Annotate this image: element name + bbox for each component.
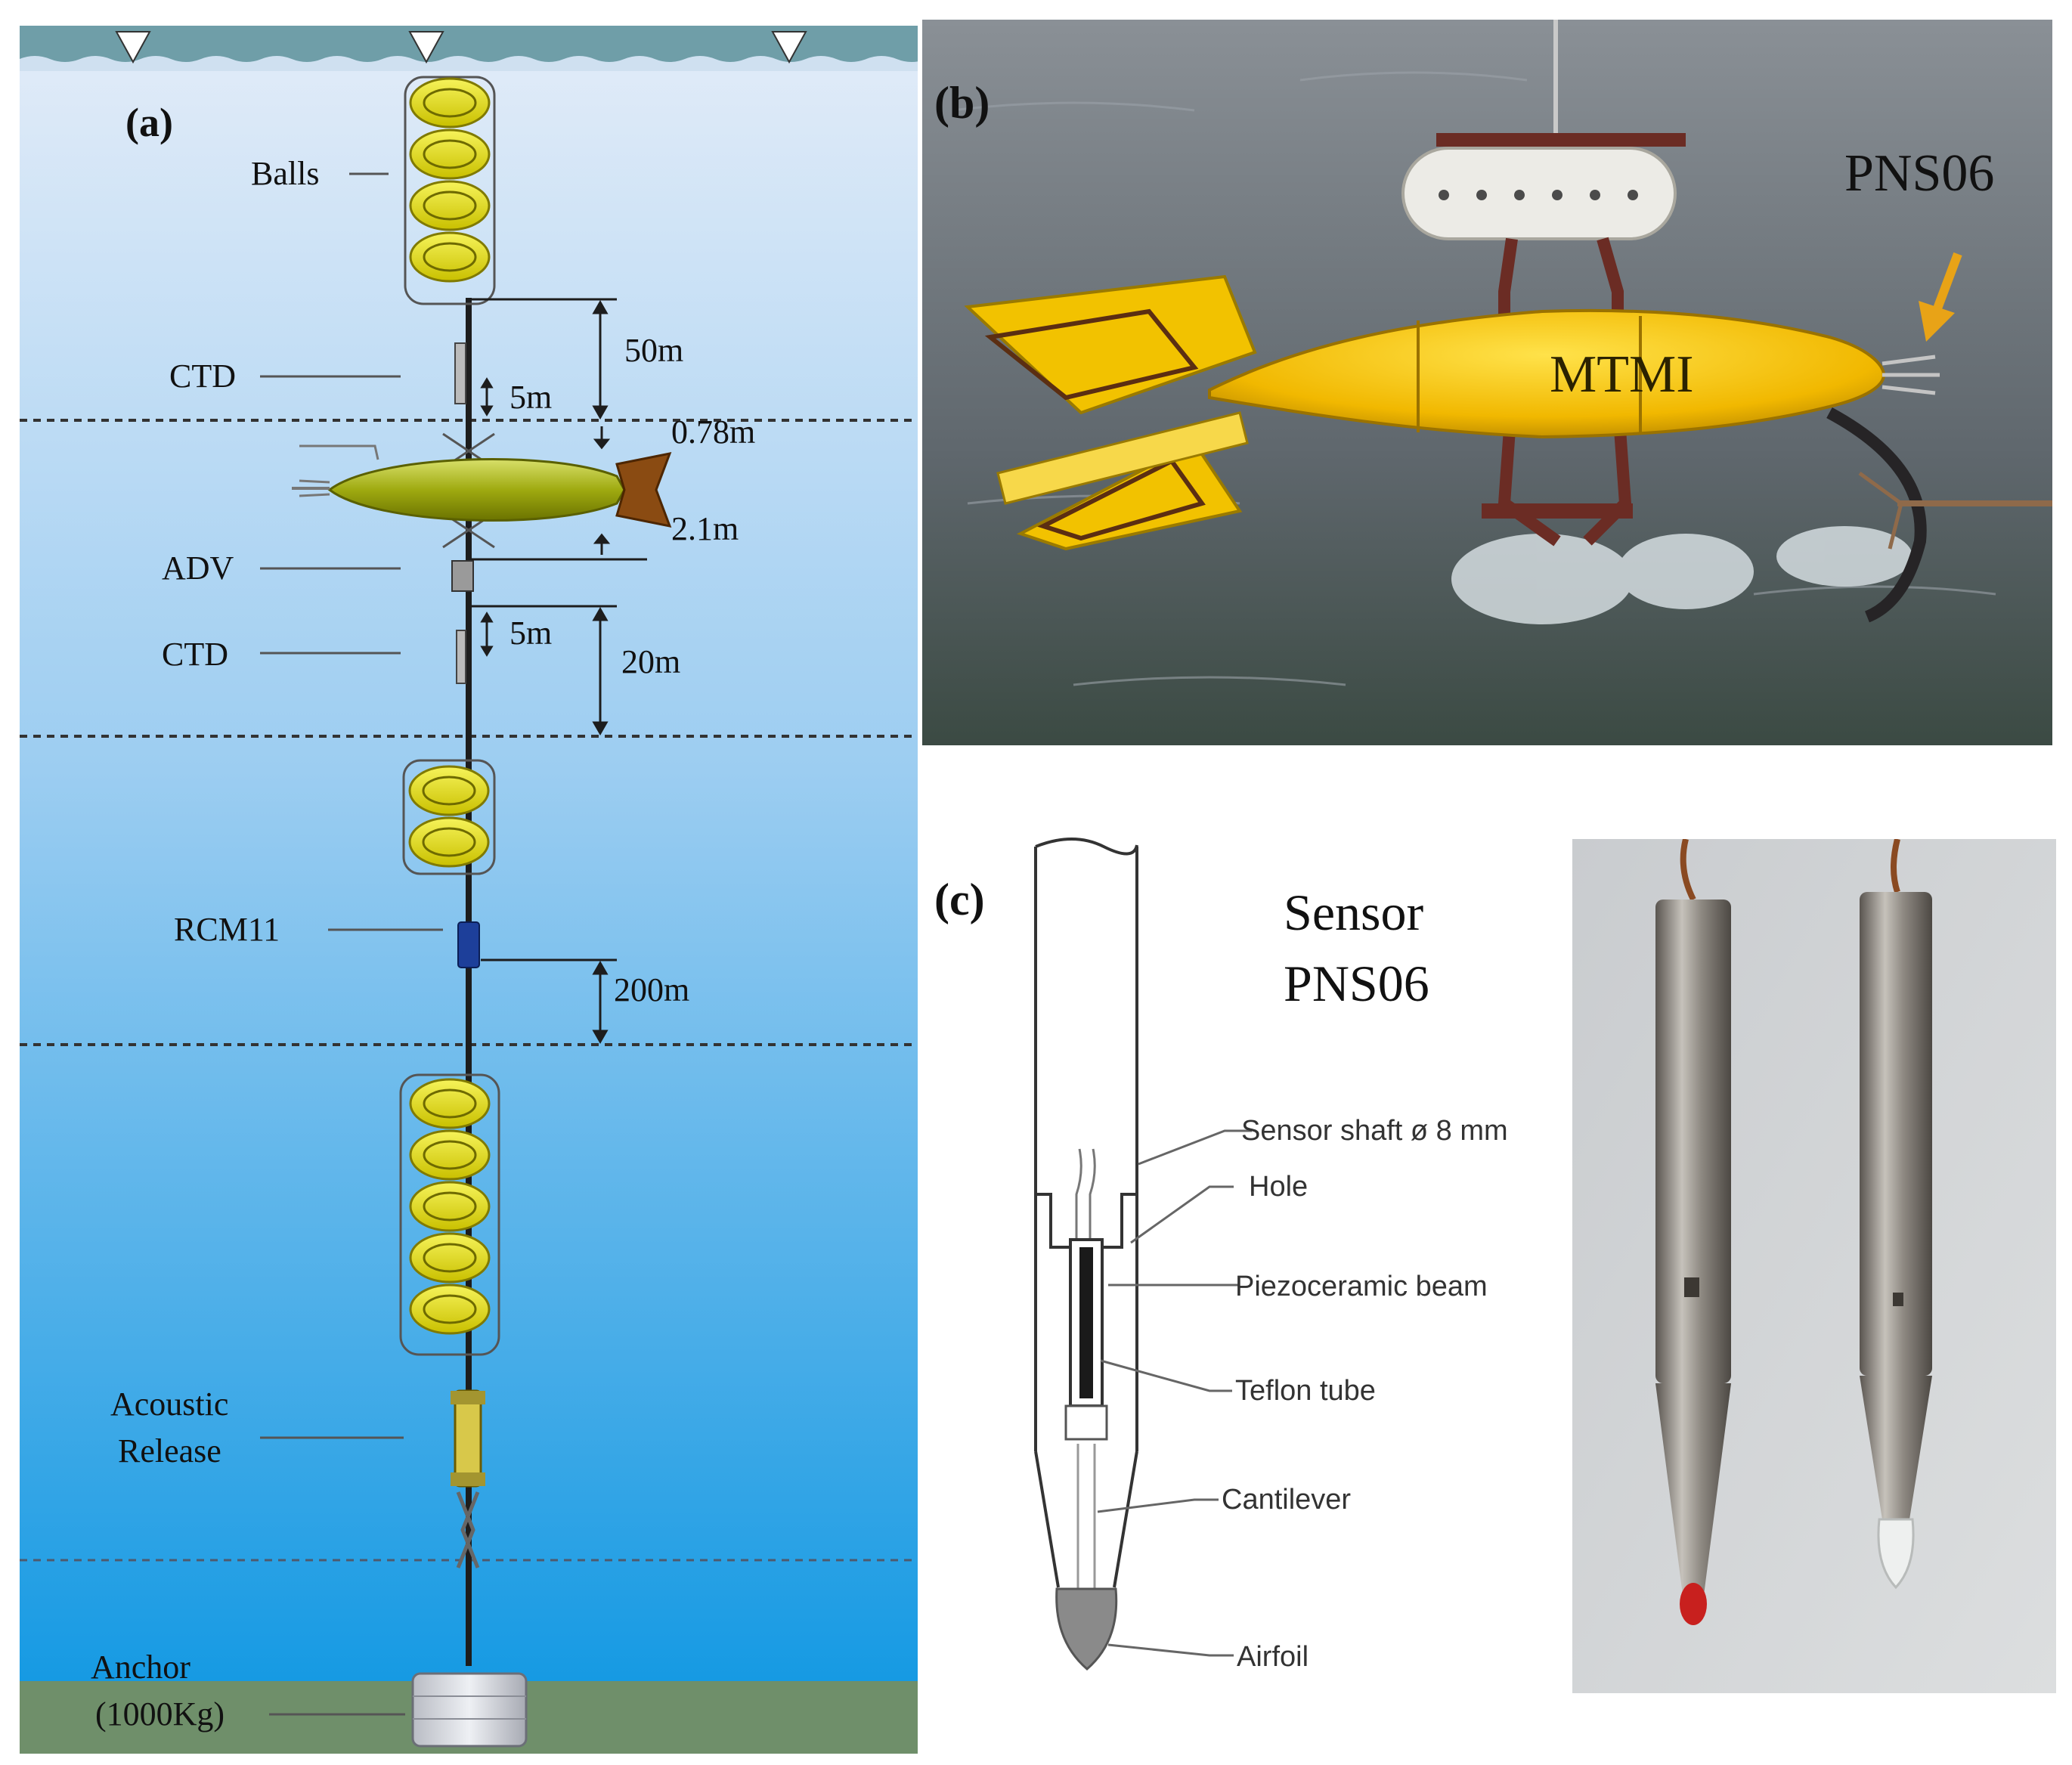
label-ctd-top: CTD — [169, 358, 236, 395]
panel-a-mooring-diagram: (a) Balls CTD ADV CTD RCM11 Acoustic Rel… — [20, 26, 918, 1754]
lower-bracket — [1482, 503, 1633, 519]
panel-c-sensor-schematic: (c) Sensor PNS06 Sensor shaft ø 8 mm Hol… — [922, 786, 1603, 1739]
water-splash — [1451, 534, 1633, 624]
dimension-5m-top: 5m — [509, 379, 552, 416]
float-balls-middle — [402, 759, 496, 875]
ctd-bottom-instrument — [456, 630, 466, 684]
sensor-title-1: Sensor — [1284, 884, 1423, 941]
probe-line — [1882, 385, 1936, 395]
airfoil — [1055, 1587, 1118, 1671]
callout-line — [1100, 1359, 1232, 1392]
label-ctd-bottom: CTD — [162, 636, 228, 673]
callout-airfoil: Airfoil — [1237, 1641, 1309, 1673]
pns06-arrow-icon — [1919, 252, 1962, 342]
callout-line — [1130, 1185, 1234, 1244]
pns06-label: PNS06 — [1844, 144, 1994, 203]
label-anchor-2: (1000Kg) — [95, 1695, 225, 1732]
water-splash — [1776, 526, 1912, 587]
adv-instrument — [451, 560, 474, 592]
acoustic-release — [451, 1389, 485, 1568]
panel-b-label: (b) — [934, 78, 990, 128]
panel-b-mtmi-photo: (b) MTMI PNS06 — [922, 20, 2052, 745]
ctd-top-instrument — [454, 342, 466, 404]
callout-cantilever: Cantilever — [1222, 1484, 1351, 1516]
label-anchor-1: Anchor — [91, 1649, 190, 1686]
sensor-probe-white-tip — [1860, 839, 1932, 1590]
label-balls: Balls — [251, 155, 319, 192]
label-rcm11: RCM11 — [174, 911, 280, 948]
label-adv: ADV — [162, 550, 234, 587]
beam-clamp — [1064, 1404, 1108, 1441]
callout-shaft: Sensor shaft ø 8 mm — [1241, 1115, 1508, 1147]
white-float — [1401, 147, 1677, 240]
anchor-weight — [411, 1672, 528, 1748]
panel-c-sensor-photo — [1572, 839, 2056, 1693]
panel-a-label: (a) — [125, 100, 173, 145]
photo-background — [1572, 839, 2056, 1693]
dimension-50m: 50m — [624, 332, 683, 369]
mtmi-label: MTMI — [1550, 345, 1694, 404]
surface-marker-icon — [115, 31, 151, 64]
dimension-5m-bottom: 5m — [509, 615, 552, 652]
piezoceramic-beam — [1079, 1247, 1093, 1398]
probe-line — [1882, 355, 1936, 366]
surface-marker-icon — [408, 31, 444, 64]
water-splash — [1618, 534, 1754, 609]
float-balls-top — [404, 76, 496, 305]
dimension-20m: 20m — [621, 643, 680, 680]
rcm11-instrument — [457, 921, 480, 968]
panel-c-label: (c) — [934, 875, 985, 924]
callout-hole: Hole — [1249, 1171, 1308, 1203]
mtmi-float — [292, 432, 672, 549]
callout-line — [1097, 1498, 1219, 1513]
callout-beam: Piezoceramic beam — [1235, 1271, 1488, 1302]
dimension-21m: 2.1m — [671, 510, 739, 547]
hydrofoil — [1826, 407, 1927, 623]
float-balls-bottom — [399, 1073, 500, 1356]
sensor-probe-red-tip — [1655, 839, 1731, 1625]
dimension-078m: 0.78m — [671, 413, 755, 451]
upper-bracket — [1436, 133, 1686, 147]
callout-line — [1138, 1129, 1252, 1166]
callout-line — [1107, 1643, 1234, 1657]
surface-marker-icon — [771, 31, 807, 64]
dimension-lines — [472, 298, 647, 1045]
callout-tube: Teflon tube — [1235, 1375, 1376, 1407]
label-acoustic-release-1: Acoustic — [110, 1386, 228, 1423]
dimension-200m: 200m — [614, 971, 689, 1008]
sensor-title-2: PNS06 — [1284, 955, 1429, 1012]
tail-fins — [964, 274, 1257, 551]
label-acoustic-release-2: Release — [118, 1432, 221, 1469]
